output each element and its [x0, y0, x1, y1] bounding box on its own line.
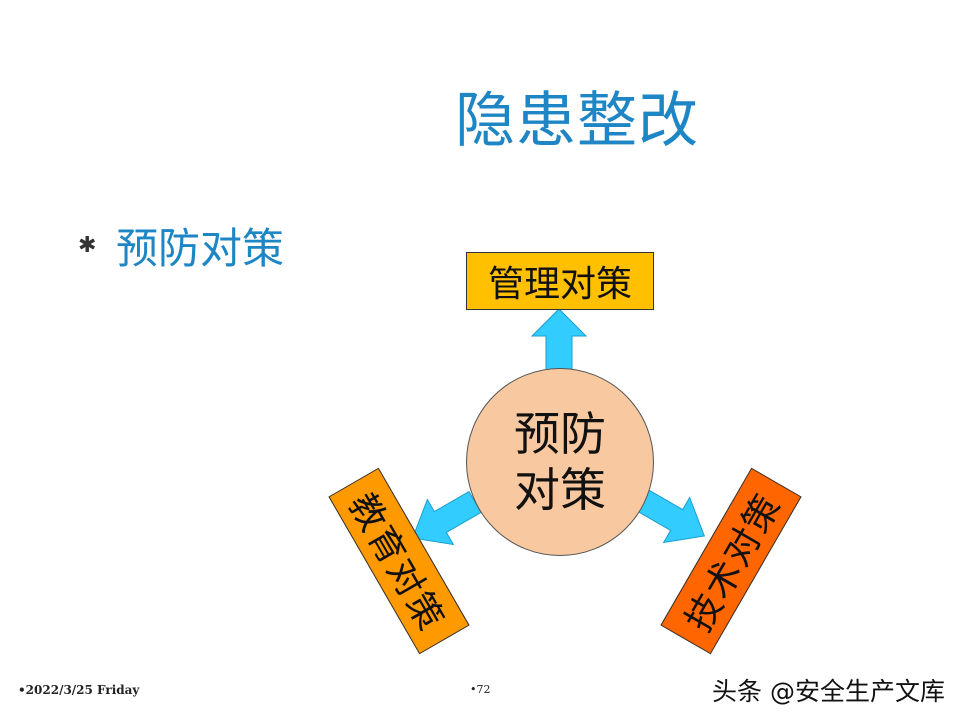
arrow-right — [635, 488, 706, 544]
prevention-measures-circle: 预防 对策 — [466, 368, 654, 556]
bullet-item: ✱ 预防对策 — [78, 215, 284, 276]
bullet-asterisk-icon: ✱ — [78, 233, 97, 258]
bullet-text: 预防对策 — [116, 224, 285, 273]
arrow-left — [411, 490, 482, 546]
slide-title: 隐患整改 — [455, 86, 699, 156]
footer-date: •2022/3/25 Friday — [18, 683, 140, 697]
center-label-line2: 对策 — [514, 463, 606, 517]
center-label-line1: 预防 — [514, 407, 606, 461]
arrow-up — [530, 308, 588, 373]
watermark-text: 头条 @安全生产文库 — [712, 677, 945, 706]
management-measures-box: 管理对策 — [466, 252, 654, 310]
page-number: •72 — [470, 683, 491, 696]
